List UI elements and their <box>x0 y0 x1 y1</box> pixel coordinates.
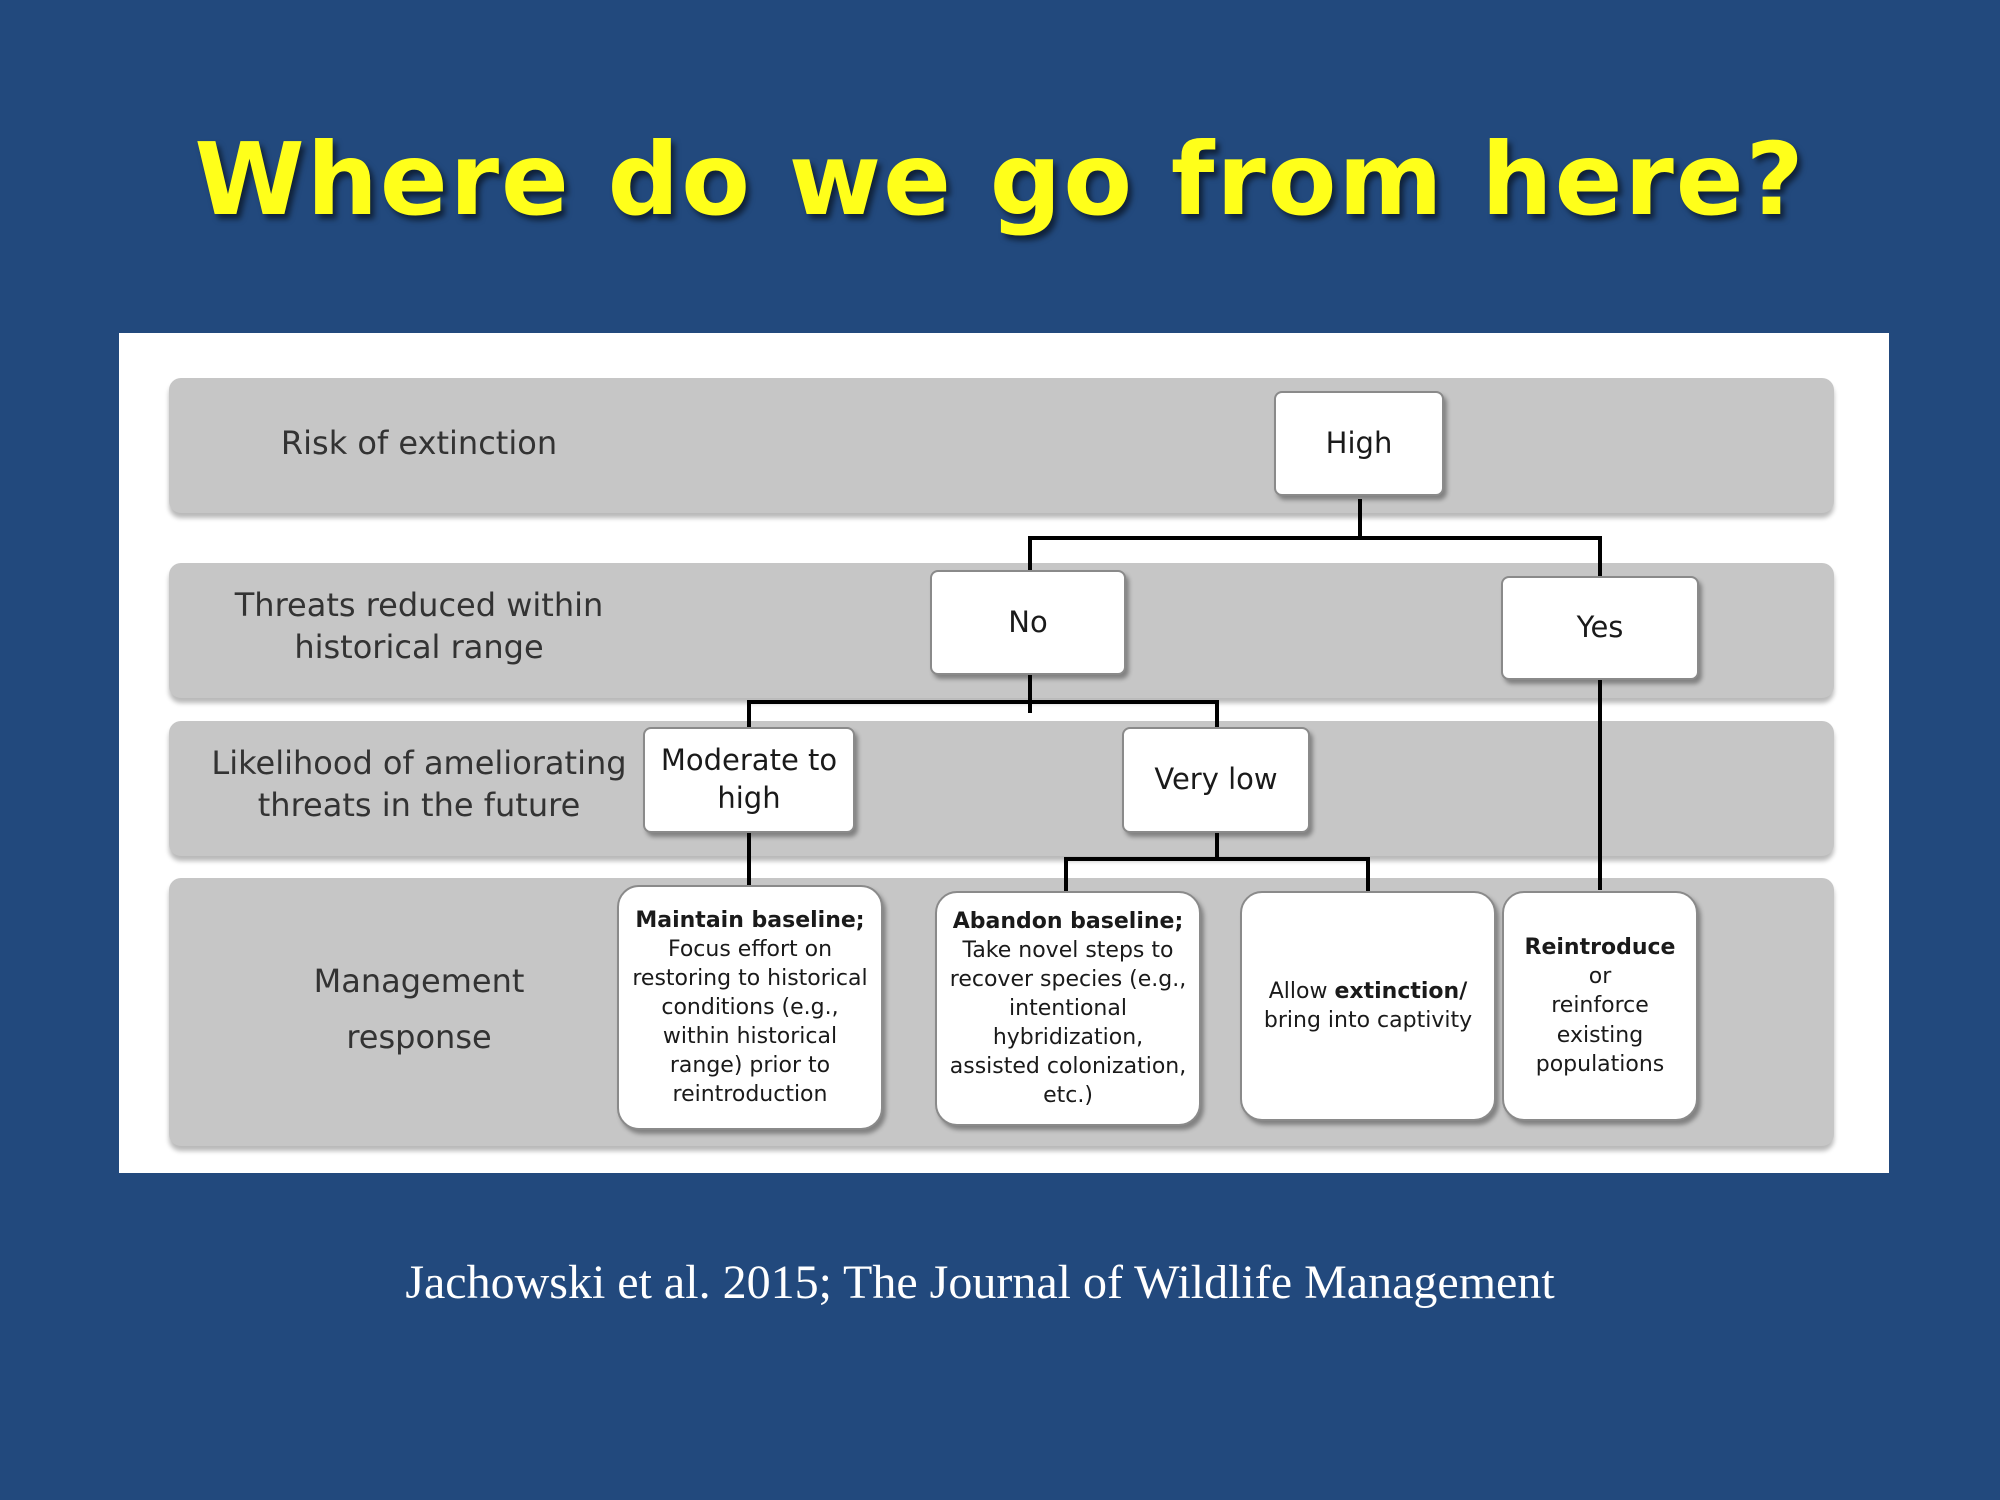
response-allow-extinction: Allow extinction/ bring into captivity <box>1240 891 1496 1121</box>
connector-no-horizontal <box>747 700 1219 704</box>
node-very-low: Very low <box>1122 727 1310 833</box>
connector-to-allow <box>1366 857 1370 892</box>
node-no: No <box>930 570 1126 675</box>
node-yes: Yes <box>1501 576 1699 680</box>
connector-to-moderate <box>747 700 751 728</box>
node-moderate-to-high: Moderate to high <box>643 727 855 833</box>
connector-high-down <box>1358 499 1362 539</box>
row-label-risk: Risk of extinction <box>280 424 558 462</box>
connector-moderate-to-maintain <box>747 831 751 887</box>
response-abandon-baseline: Abandon baseline; Take novel steps to re… <box>935 891 1201 1126</box>
band-risk-of-extinction: Risk of extinction <box>169 378 1834 513</box>
node-high: High <box>1274 391 1444 496</box>
response-maintain-baseline: Maintain baseline; Focus effort on resto… <box>617 885 883 1130</box>
connector-to-abandon <box>1064 857 1068 892</box>
slide-title: Where do we go from here? <box>194 121 1806 238</box>
connector-no-down <box>1028 673 1032 713</box>
response-reintroduce: Reintroduce or reinforce existing popula… <box>1502 891 1698 1121</box>
connector-to-very-low <box>1215 700 1219 728</box>
connector-yes-to-reintroduce <box>1598 678 1602 890</box>
connector-high-horizontal <box>1028 536 1602 540</box>
citation: Jachowski et al. 2015; The Journal of Wi… <box>405 1256 1555 1309</box>
connector-very-low-down <box>1215 831 1219 859</box>
connector-very-low-horizontal <box>1064 857 1370 861</box>
connector-to-no <box>1028 536 1032 578</box>
connector-to-yes <box>1598 536 1602 584</box>
row-label-threats: Threats reduced within historical range <box>234 586 604 666</box>
row-label-likelihood: Likelihood of ameliorating threats in th… <box>211 744 627 824</box>
decision-tree-diagram: Risk of extinction Threats reduced withi… <box>119 333 1889 1173</box>
band-likelihood: Likelihood of ameliorating threats in th… <box>169 721 1834 856</box>
row-label-management: Management response <box>313 962 525 1056</box>
